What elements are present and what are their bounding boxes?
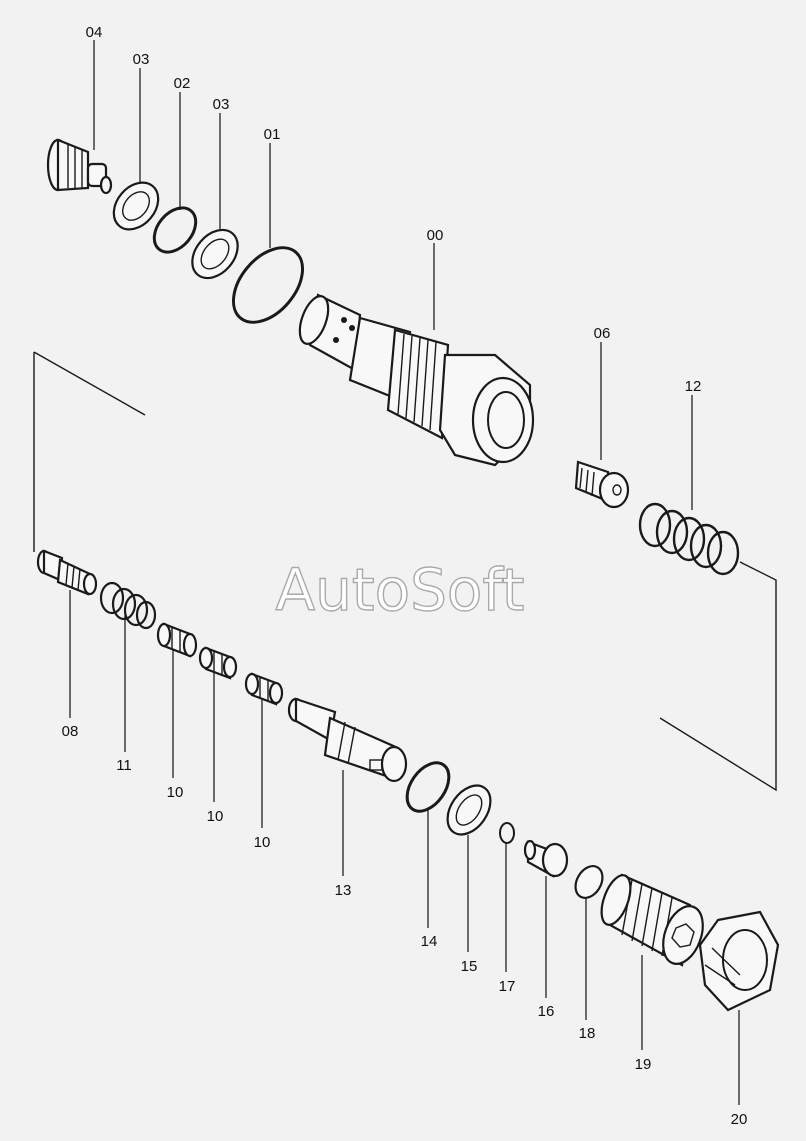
part-20-nut <box>698 910 780 1012</box>
part-16-pin <box>523 839 569 878</box>
label-18: 18 <box>579 1025 596 1042</box>
part-03-washer-upper <box>112 181 160 231</box>
assembly-guide-lines <box>33 351 777 792</box>
label-14: 14 <box>421 933 438 950</box>
part-02-o-ring <box>152 206 198 254</box>
label-17: 17 <box>499 978 516 995</box>
leader-lines <box>69 40 740 1105</box>
label-10b: 10 <box>207 808 224 825</box>
watermark-text: AutoSoft <box>275 556 524 624</box>
label-03a: 03 <box>133 51 150 68</box>
part-17-small-ring <box>499 822 515 844</box>
part-04-plug <box>46 138 113 195</box>
part-15-washer <box>446 784 492 836</box>
part-10-piston-a <box>156 622 198 658</box>
part-18-washer <box>574 865 604 899</box>
part-06-small-plug <box>574 460 630 509</box>
label-15: 15 <box>461 958 478 975</box>
part-10-piston-c <box>244 672 284 706</box>
label-20: 20 <box>731 1111 748 1128</box>
part-03-washer-lower <box>191 228 239 280</box>
label-10a: 10 <box>167 784 184 801</box>
part-labels: 04 03 02 03 01 00 06 12 08 11 10 10 10 1… <box>62 24 748 1128</box>
part-08-spool <box>36 549 98 596</box>
part-13-spool-body <box>287 697 408 783</box>
part-14-o-ring <box>405 761 451 813</box>
part-12-spring <box>638 502 740 576</box>
label-19: 19 <box>635 1056 652 1073</box>
label-02: 02 <box>174 75 191 92</box>
part-00-valve-body <box>298 293 535 467</box>
part-11-spring <box>99 581 157 630</box>
label-11: 11 <box>116 757 132 774</box>
label-06: 06 <box>594 325 611 342</box>
label-00: 00 <box>427 227 444 244</box>
label-04: 04 <box>86 24 103 41</box>
part-01-o-ring-large <box>231 246 305 324</box>
label-13: 13 <box>335 882 352 899</box>
part-19-threaded-plug <box>600 873 704 967</box>
label-16: 16 <box>538 1003 555 1020</box>
label-03b: 03 <box>213 96 230 113</box>
label-12: 12 <box>685 378 702 395</box>
part-10-piston-b <box>198 646 238 680</box>
label-01: 01 <box>264 126 281 143</box>
label-10c: 10 <box>254 834 271 851</box>
label-08: 08 <box>62 723 79 740</box>
